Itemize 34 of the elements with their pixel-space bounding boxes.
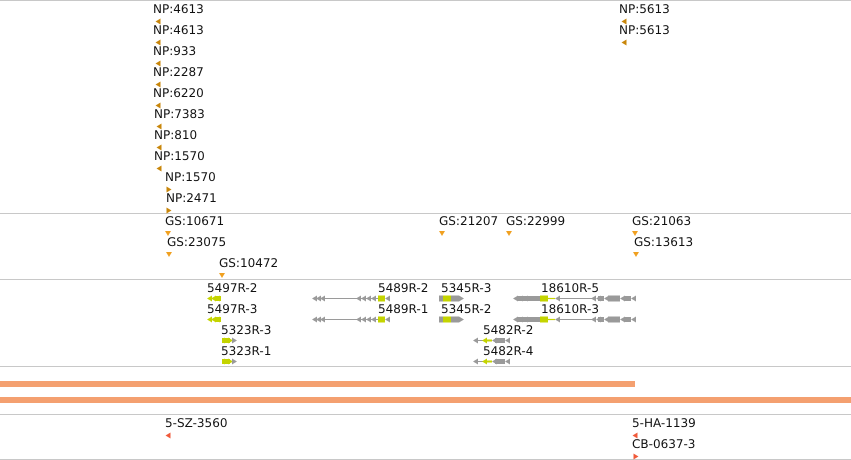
feature-label: 5323R-3 [221,323,272,337]
feature-label: NP:5613 [619,23,670,37]
feature-label: 5345R-3 [441,281,492,295]
feature-label: NP:5613 [619,2,670,16]
feature-label: NP:1570 [165,170,216,184]
feature-label: 5323R-1 [221,344,272,358]
feature-label: 5497R-2 [207,281,258,295]
feature-label: NP:2471 [166,191,217,205]
feature-label: 5482R-4 [483,344,534,358]
feature-label: GS:21207 [439,214,498,228]
feature-label: NP:1570 [154,149,205,163]
feature-label: NP:933 [153,44,196,58]
feature-label: 5489R-1 [378,302,428,316]
feature-label: GS:21063 [632,214,692,228]
feature-label: 5-SZ-3560 [165,416,228,430]
feature-label: NP:4613 [153,23,204,37]
feature-label: CB-0637-3 [632,437,696,451]
feature-label: NP:6220 [153,86,204,100]
feature-label: GS:22999 [506,214,566,228]
feature-label: 5-HA-1139 [632,416,696,430]
feature-label: GS:10472 [219,256,278,270]
feature-label: NP:7383 [154,107,205,121]
feature-label: 5482R-2 [483,323,534,337]
feature-label: 5497R-3 [207,302,258,316]
feature-label: NP:2287 [153,65,204,79]
feature-label: NP:4613 [153,2,204,16]
feature-label: 18610R-5 [541,281,599,295]
feature-label: GS:10671 [165,214,224,228]
feature-label: GS:23075 [167,235,226,249]
feature-label: NP:810 [154,128,198,142]
feature-label: GS:13613 [634,235,694,249]
feature-label: 18610R-3 [541,302,599,316]
feature-label: 5489R-2 [378,281,428,295]
feature-label: 5345R-2 [441,302,492,316]
